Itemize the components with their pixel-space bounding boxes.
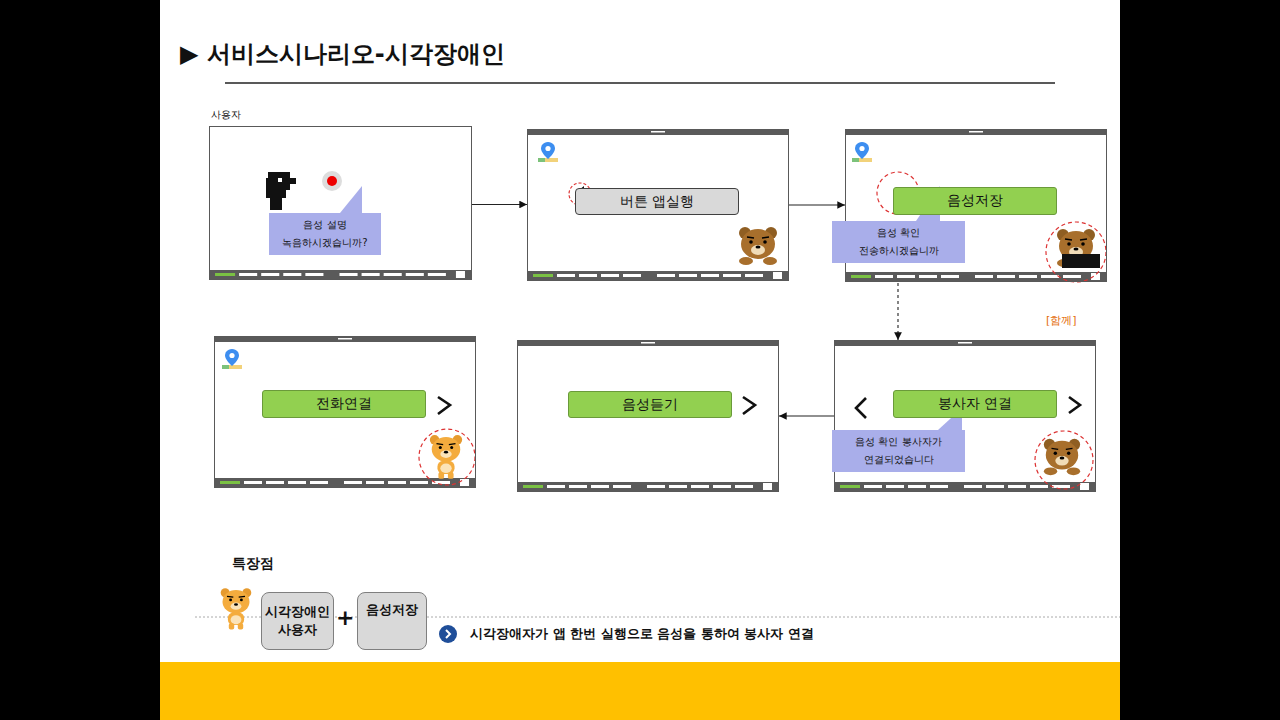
map-pins-part: [222, 349, 242, 369]
button-label: 전화연결: [316, 395, 372, 413]
highlight-circles-part: [419, 429, 475, 485]
bears-part: [739, 227, 777, 265]
phone-screen: 음성저장음성 확인 전송하시겠습니까: [845, 129, 1107, 282]
app-button: 버튼 앱실행: [575, 188, 739, 215]
feature-label: 시각장애인 사용자: [265, 603, 330, 639]
bullet-icon-part: [446, 630, 450, 638]
map-pins: [222, 142, 872, 369]
bottom-bars-part: [517, 482, 779, 491]
flow-arrow: [897, 283, 898, 340]
slide-ground: [160, 0, 1120, 720]
bottom-bars-part: [527, 271, 789, 280]
laptop: [1062, 254, 1100, 268]
title-rule: [225, 82, 1055, 84]
microphone-icon-part: [278, 178, 282, 182]
microphone-icon-part: [266, 172, 296, 210]
action-button: 봉사자 연결: [893, 390, 1057, 418]
section-heading: 특장점: [232, 555, 274, 573]
footer-band: [160, 662, 1120, 720]
chevrons-part: [438, 397, 450, 414]
bullet-icon: [439, 625, 457, 643]
microphone-icon-part: [327, 176, 337, 186]
feature-box: 시각장애인 사용자: [261, 592, 334, 650]
speech-callout: 음성 확인 전송하시겠습니까: [832, 221, 965, 263]
bears-part: [430, 435, 462, 479]
highlight-circles-part: [1035, 431, 1093, 489]
bottom-bars-part: [209, 270, 472, 279]
top-bars: [214, 129, 1107, 346]
callout-text: 음성 확인 전송하시겠습니까: [841, 224, 956, 260]
callout-text: 음성 확인 봉사자가 연결되었습니다: [841, 433, 956, 469]
chevrons-part: [1069, 397, 1080, 413]
microphone-icon-part: [322, 171, 342, 191]
bottom-bars-part: [214, 478, 476, 487]
screen-heading: 사용자: [211, 108, 241, 122]
chevrons-part: [743, 397, 755, 414]
feature-description: 시각장애자가 앱 한번 실행으로 음성을 통하여 봉사자 연결: [470, 625, 814, 643]
phone-screen: 음성듣기: [517, 340, 779, 492]
microphone-icon: [266, 171, 342, 210]
bottom-bars-part: [834, 482, 1096, 491]
bullet-icon-part: [439, 625, 457, 643]
chevrons-part: [856, 398, 866, 418]
flow-arrow: [779, 415, 834, 416]
button-label: 음성저장: [947, 192, 1003, 210]
note: [함께]: [1046, 313, 1077, 328]
bears-part: [1044, 439, 1080, 475]
callout-text: 음성 설명 녹음하시겠습니까?: [278, 216, 372, 252]
highlight-circles-part: [1046, 222, 1106, 282]
flow-arrow: [789, 204, 845, 205]
phone-screen: 버튼 앱실행: [527, 129, 789, 281]
bottom-bars-part: [845, 272, 1107, 281]
map-pins-part: [852, 142, 872, 162]
speech-callout: 음성 설명 녹음하시겠습니까?: [269, 213, 381, 255]
highlight-circles: [419, 172, 1106, 489]
phone-screen: 봉사자 연결음성 확인 봉사자가 연결되었습니다: [834, 340, 1096, 492]
feature-box: 음성저장: [357, 592, 427, 650]
button-label: 음성듣기: [622, 396, 678, 414]
feature-label: 음성저장: [366, 601, 418, 619]
slide-title: ▶ 서비스시나리오-시각장애인: [180, 38, 505, 70]
bears: [221, 227, 1100, 630]
phone-screen: 전화연결: [214, 336, 476, 488]
button-label: 버튼 앱실행: [620, 193, 694, 211]
callout-tails-part: [340, 186, 362, 213]
action-button: 음성듣기: [568, 391, 732, 418]
bottom-bars: [209, 270, 1107, 491]
speech-callout: 음성 확인 봉사자가 연결되었습니다: [832, 430, 965, 472]
button-label: 봉사자 연결: [938, 395, 1012, 413]
map-pins-part: [538, 142, 558, 162]
phone-screen: 사용자음성 설명 녹음하시겠습니까?: [209, 126, 472, 280]
action-button: 음성저장: [893, 187, 1057, 215]
bears-part: [221, 588, 252, 629]
plus-sign: +: [336, 605, 354, 630]
flow-arrow: [472, 204, 527, 205]
action-button: 전화연결: [262, 390, 426, 418]
